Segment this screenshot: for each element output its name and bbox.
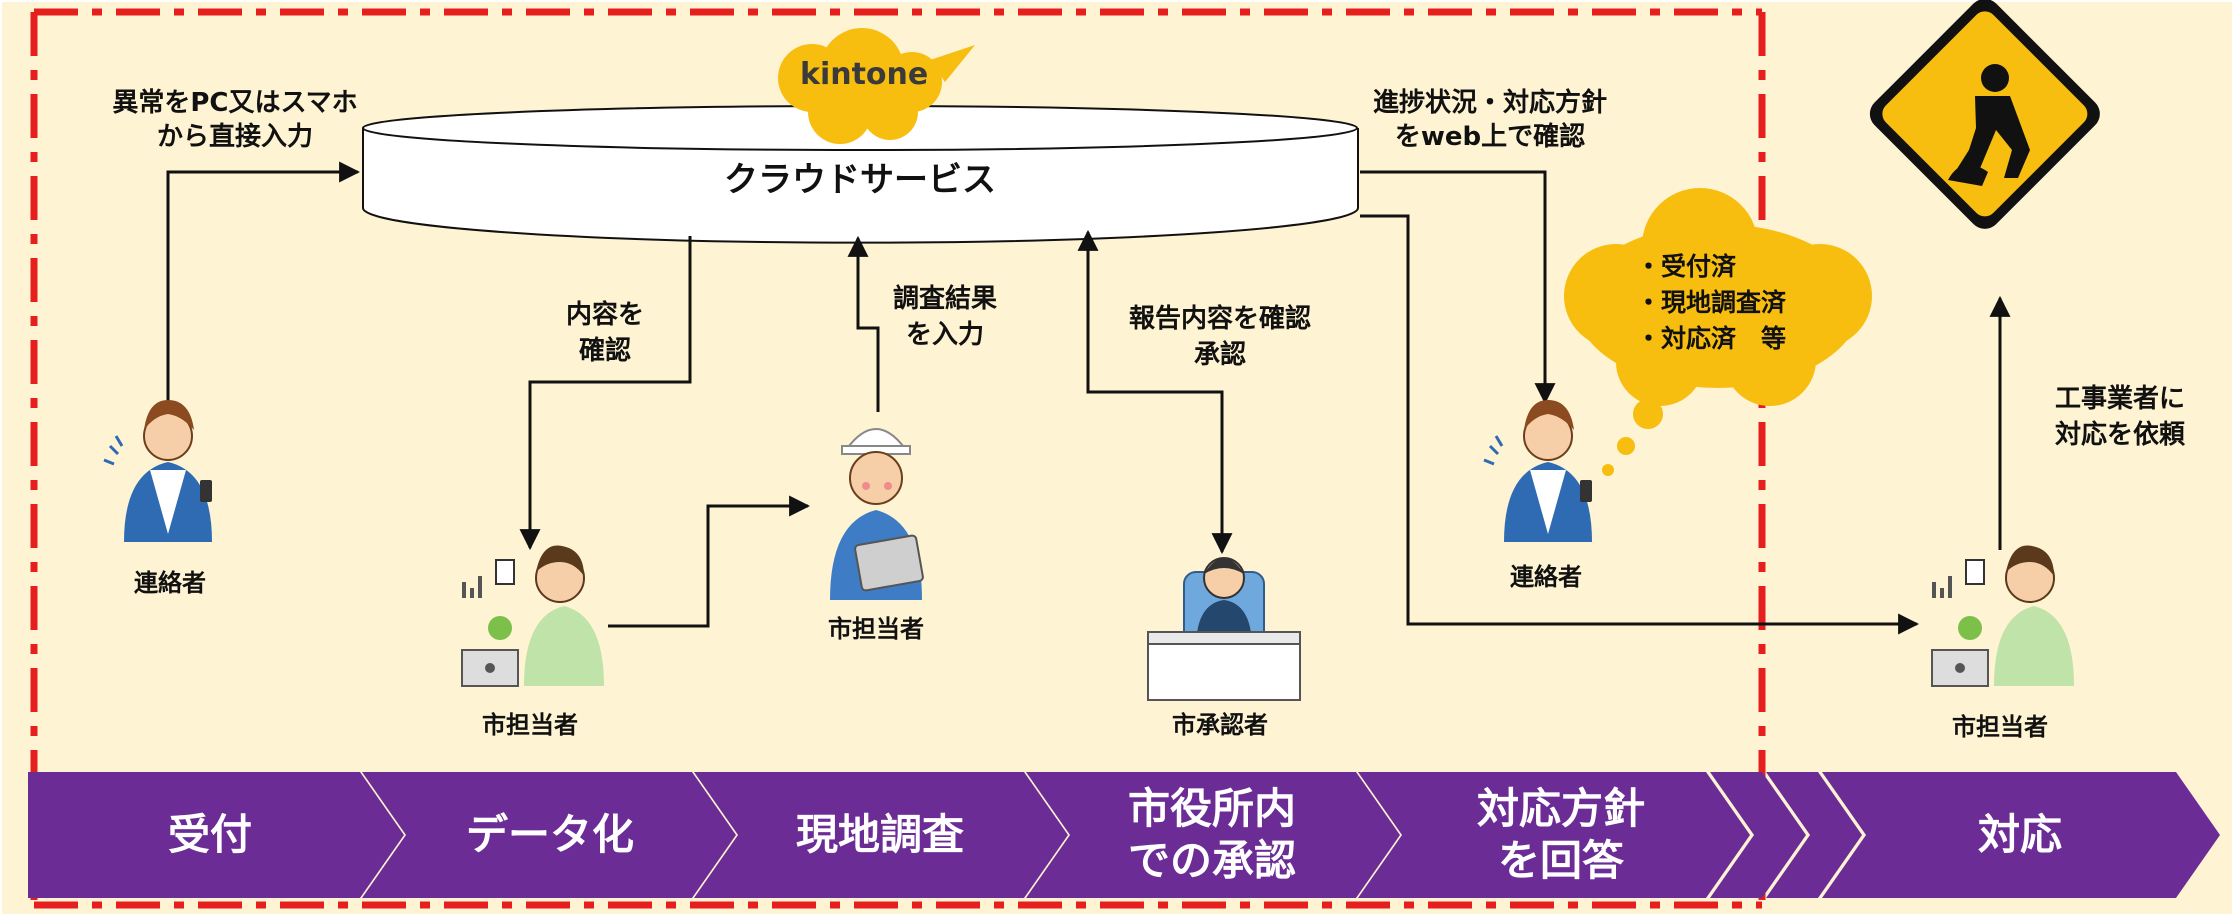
stage-label-5-line1: 対応方針 bbox=[1476, 784, 1645, 833]
process-band bbox=[28, 772, 2220, 898]
arrow-cloud-to-reporter bbox=[1360, 170, 1556, 405]
role-staff-survey: 市担当者 bbox=[828, 615, 924, 643]
staff-response-person-icon bbox=[1931, 545, 2074, 687]
role-approver: 市承認者 bbox=[1172, 711, 1268, 739]
role-staff-response: 市担当者 bbox=[1952, 713, 2048, 741]
survey-result-label-2: を入力 bbox=[905, 320, 984, 350]
arrow-survey-to-cloud bbox=[847, 235, 880, 412]
staff-data-person-icon bbox=[461, 545, 604, 687]
progress-label-1: 進捗状況・対応方針 bbox=[1372, 88, 1607, 118]
approver-person-icon bbox=[1147, 557, 1301, 701]
cloud-service-label: クラウドサービス bbox=[724, 160, 996, 200]
stage-label-2: データ化 bbox=[465, 810, 634, 859]
stage-chevron-4 bbox=[1026, 772, 1400, 898]
arrow-staff-to-survey bbox=[608, 495, 811, 628]
stage-label-1: 受付 bbox=[167, 810, 252, 859]
construction-sign-icon bbox=[1869, 0, 2100, 229]
progress-label-2: をweb上で確認 bbox=[1394, 122, 1586, 152]
stage-label-5-line2: を回答 bbox=[1497, 836, 1624, 885]
status-item: ・対応済 等 bbox=[1636, 324, 1787, 353]
stage-chevron-connector-1 bbox=[1710, 772, 1806, 898]
confirm-label-1: 内容を bbox=[565, 300, 644, 330]
flow-arrows bbox=[166, 161, 2011, 635]
stage-label-3: 現地調査 bbox=[795, 810, 964, 859]
reporter-right-person-icon bbox=[1483, 400, 1592, 542]
survey-staff-person-icon bbox=[830, 428, 924, 600]
stage-label-4-line1: 市役所内 bbox=[1127, 784, 1296, 833]
status-item: ・現地調査済 bbox=[1636, 288, 1787, 317]
role-reporter-left: 連絡者 bbox=[134, 569, 206, 597]
arrow-cloud-to-response-staff bbox=[1360, 214, 1920, 635]
stage-chevron-1 bbox=[28, 772, 404, 898]
scope-boundary bbox=[30, 8, 1766, 914]
status-item: ・受付済 bbox=[1636, 252, 1737, 281]
report-input-label-2: から直接入力 bbox=[156, 122, 313, 152]
stage-chevron-5 bbox=[1358, 772, 1750, 898]
role-reporter-right: 連絡者 bbox=[1510, 563, 1582, 591]
stage-chevron-2 bbox=[362, 772, 736, 898]
survey-result-label-1: 調査結果 bbox=[892, 284, 997, 314]
arrow-report-to-cloud bbox=[166, 161, 361, 410]
stage-chevron-3 bbox=[694, 772, 1068, 898]
role-staff-data: 市担当者 bbox=[482, 711, 578, 739]
confirm-label-2: 確認 bbox=[578, 336, 631, 366]
reporter-left-person-icon bbox=[103, 400, 212, 542]
approve-label-2: 承認 bbox=[1193, 340, 1246, 370]
kintone-cloud-shape bbox=[778, 28, 975, 144]
arrow-cloud-approver bbox=[1077, 229, 1233, 555]
kintone-logo-text: kintone bbox=[800, 57, 929, 92]
stage-label-6: 対応 bbox=[1977, 810, 2062, 859]
request-label-2: 対応を依頼 bbox=[2054, 420, 2185, 450]
approve-label-1: 報告内容を確認 bbox=[1128, 304, 1311, 334]
stage-chevron-connector-2 bbox=[1766, 772, 1862, 898]
stage-label-4-line2: での承認 bbox=[1127, 836, 1296, 885]
report-input-label-1: 異常をPC又はスマホ bbox=[112, 88, 358, 118]
arrow-cloud-to-staff bbox=[519, 236, 692, 551]
request-label-1: 工事業者に bbox=[2054, 384, 2185, 414]
status-thought-bubble bbox=[1564, 188, 1872, 476]
stage-chevron-6 bbox=[1822, 772, 2220, 898]
